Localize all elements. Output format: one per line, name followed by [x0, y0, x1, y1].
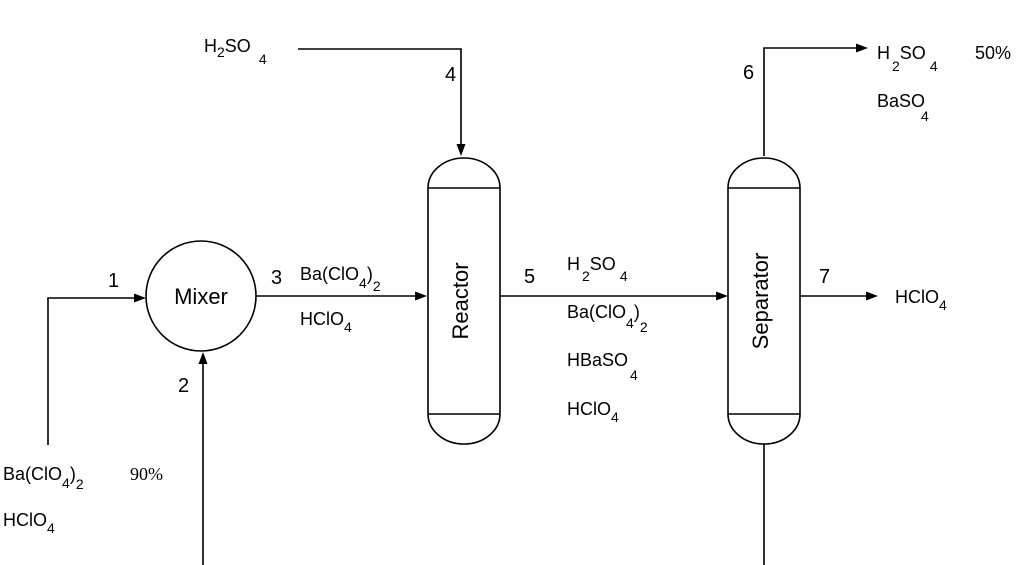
stream-4-number: 4: [445, 64, 456, 86]
mixer-label: Mixer: [174, 284, 228, 309]
stream-6-number: 6: [743, 62, 754, 84]
stream-1-line: [47, 297, 136, 445]
separator-label: Separator: [748, 253, 773, 350]
stream-4-h2so4: H2SO4: [204, 36, 267, 67]
stream-3-number: 3: [271, 267, 282, 289]
stream-7-number: 7: [819, 266, 830, 288]
stream-4: H2SO4 4: [204, 36, 466, 156]
reactor: Reactor: [427, 157, 501, 445]
stream-2: 2: [178, 352, 208, 565]
separator: Separator: [727, 157, 801, 445]
stream-3-ba-clo4-2: Ba(ClO4)2: [300, 264, 381, 294]
stream-1-number: 1: [108, 270, 119, 292]
stream-3-hclo4: HClO4: [300, 309, 352, 335]
stream-5: 5 H2SO4 Ba(ClO4)2 HBaSO4 HClO4: [500, 254, 728, 425]
stream-5-number: 5: [524, 266, 535, 288]
stream-5-arrowhead: [716, 291, 728, 301]
stream-7: 7 HClO4: [800, 266, 947, 313]
stream-5-h2so4: H2SO4: [567, 254, 628, 284]
stream-1-arrowhead: [134, 293, 146, 303]
stream-3-arrowhead: [415, 291, 427, 301]
stream-5-hclo4: HClO4: [567, 399, 619, 425]
stream-5-hbaso4: HBaSO4: [567, 350, 638, 383]
stream-5-ba-clo4-2: Ba(ClO4)2: [567, 302, 648, 335]
stream-2-arrowhead: [198, 352, 208, 364]
stream-6-h2so4: H2SO4: [877, 43, 938, 74]
reactor-label: Reactor: [448, 262, 473, 339]
stream-6-percent: 50%: [975, 43, 1011, 63]
stream-7-hclo4: HClO4: [895, 287, 947, 313]
feed-percent: 90%: [130, 464, 163, 484]
stream-6-line: [763, 47, 856, 156]
stream-2-number: 2: [178, 375, 189, 397]
feed-hclo4: HClO4: [3, 510, 55, 536]
feed-labels: Ba(ClO4)2 90% HClO4: [3, 464, 163, 536]
stream-4-line: [298, 48, 462, 144]
stream-4-arrowhead: [456, 144, 466, 156]
feed-ba-clo4-2: Ba(ClO4)2: [3, 464, 84, 492]
stream-7-arrowhead: [866, 291, 878, 301]
stream-1: 1: [47, 270, 146, 445]
stream-6-arrowhead: [856, 43, 868, 53]
mixer: Mixer: [145, 240, 257, 352]
stream-3: 3 Ba(ClO4)2 HClO4: [256, 264, 427, 335]
